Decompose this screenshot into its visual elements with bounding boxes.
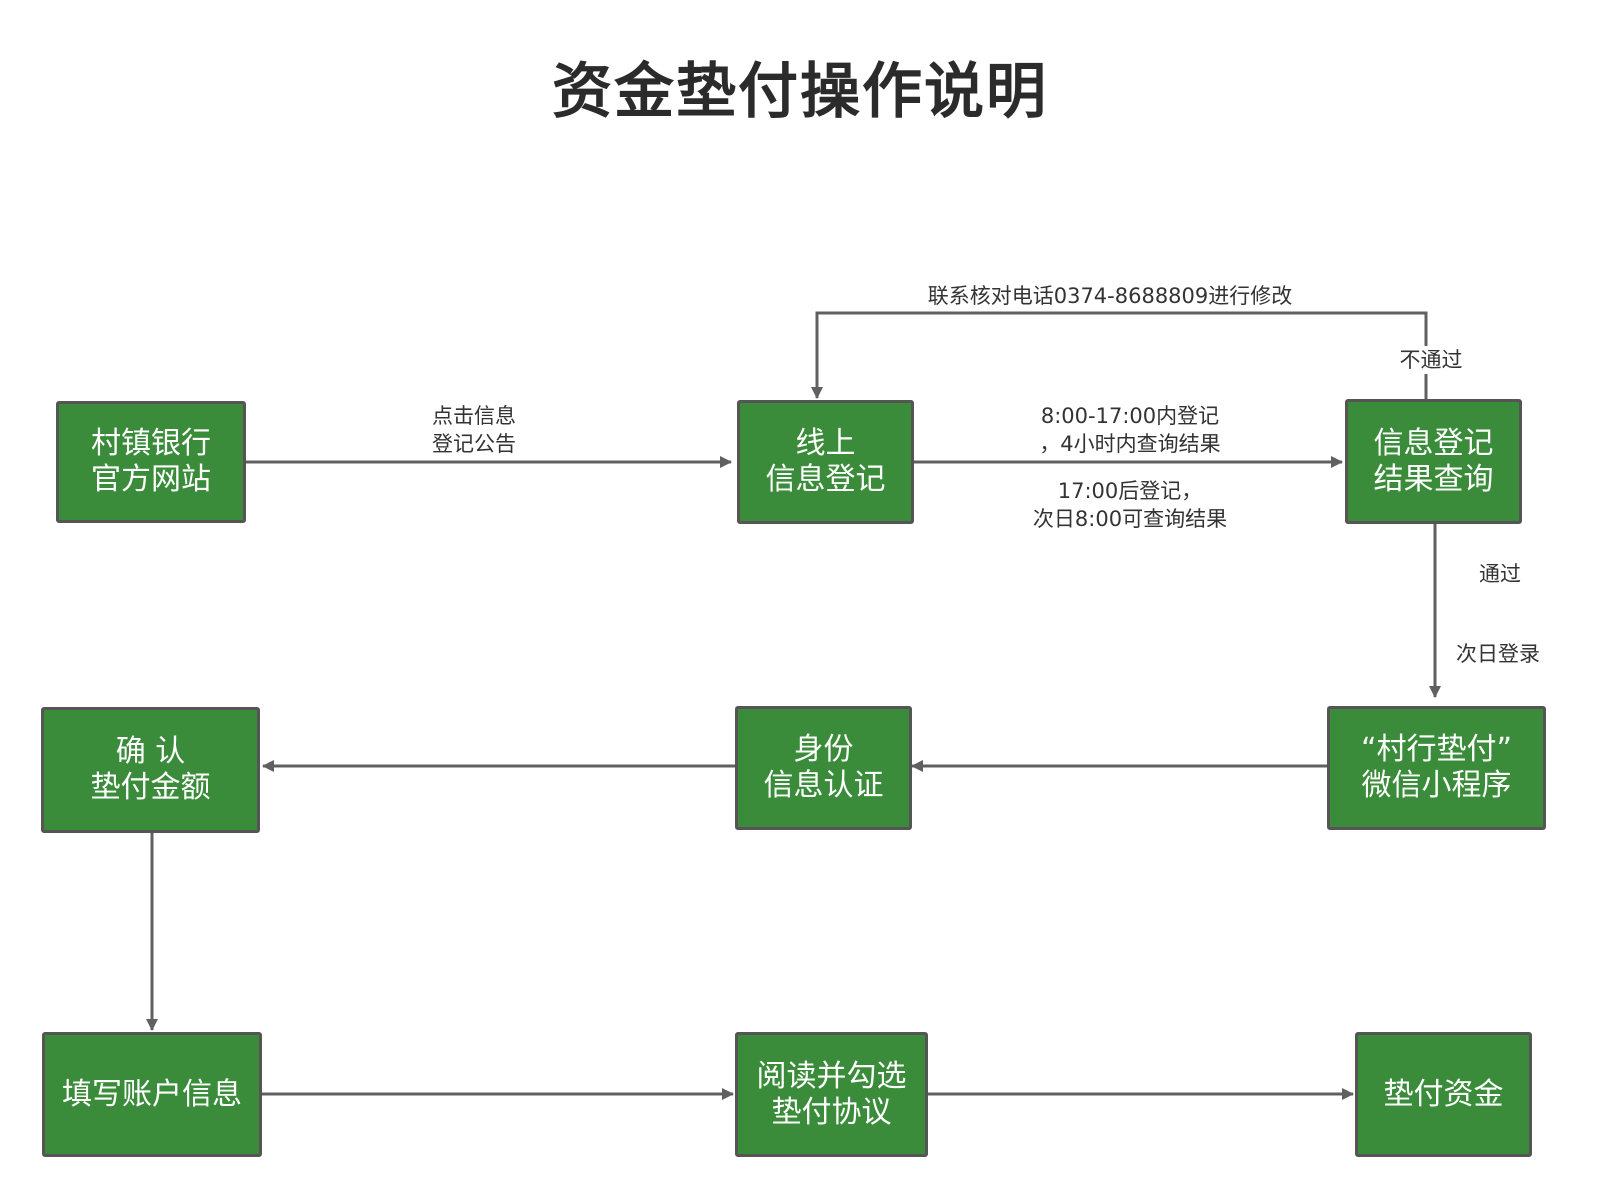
node-bank-website: 村镇银行 官方网站 [56,401,246,523]
node-read-agreement: 阅读并勾选 垫付协议 [735,1032,928,1157]
node-confirm-amount: 确 认 垫付金额 [41,707,260,833]
label-passed: 通过 [1479,562,1521,586]
label-contact-phone: 联系核对电话0374-8688809进行修改 [927,284,1293,308]
node-advance-funds: 垫付资金 [1355,1032,1532,1157]
label-not-passed: 不通过 [1396,346,1466,374]
node-wechat-mini-program: “村行垫付” 微信小程序 [1327,706,1546,830]
node-online-registration: 线上 信息登记 [737,400,914,524]
node-result-query: 信息登记 结果查询 [1345,399,1522,524]
page-title: 资金垫付操作说明 [552,57,1048,127]
node-fill-account-info: 填写账户信息 [42,1032,262,1157]
label-after-hours: 17:00后登记， 次日8:00可查询结果 [1032,479,1228,531]
label-within-hours: 8:00-17:00内登记 ，4小时内查询结果 [1039,404,1221,456]
node-identity-verification: 身份 信息认证 [735,706,912,830]
label-click-notice: 点击信息 登记公告 [432,404,516,456]
label-next-day-login: 次日登录 [1456,642,1540,666]
edge-query-not-passed-loop [811,311,1428,401]
